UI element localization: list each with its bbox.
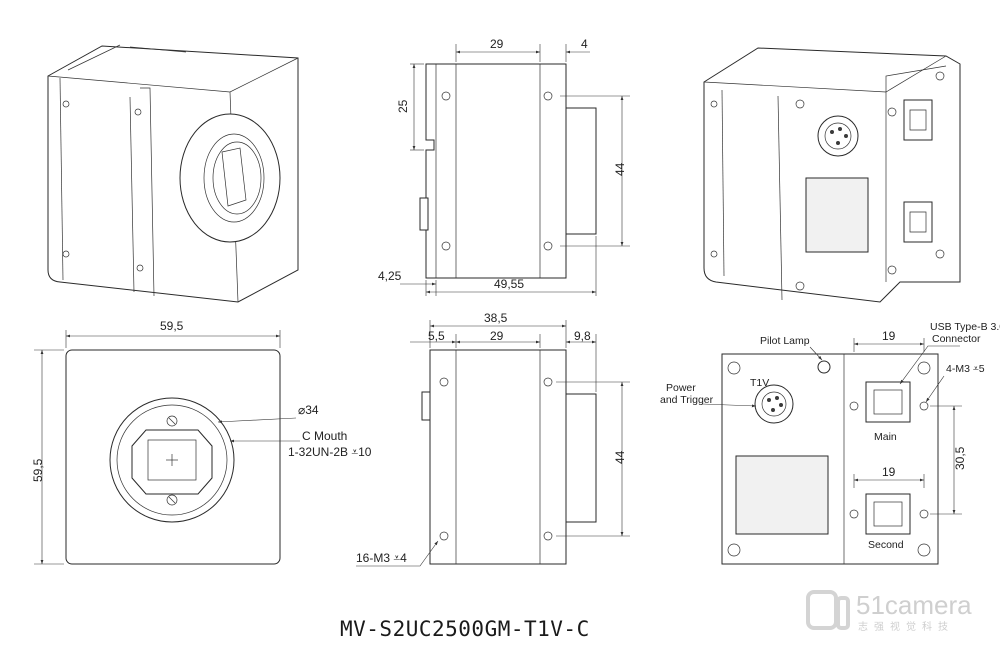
callout-thread: 1-32UN-2B ⩡10 xyxy=(288,445,372,459)
label-t1v: T1V xyxy=(750,377,769,389)
dim-mid-19: 19 xyxy=(882,465,896,479)
watermark-logo: 51camera 志强视觉科技 xyxy=(806,590,972,633)
callout-holes: 16-M3 ⩡4 xyxy=(356,551,407,565)
dim-height: 59,5 xyxy=(31,458,45,482)
dim-left-height: 25 xyxy=(396,99,410,113)
label-second: Second xyxy=(868,539,904,551)
label-screw: 4-M3 ⩡5 xyxy=(946,363,985,375)
model-title: MV-S2UC2500GM-T1V-C xyxy=(340,617,590,641)
iso-view-rear xyxy=(703,47,961,303)
dim-right: 9,8 xyxy=(574,329,591,343)
dim-width: 59,5 xyxy=(160,319,184,333)
dim-bottom-total: 49,55 xyxy=(494,277,524,291)
dim-total: 38,5 xyxy=(484,311,508,325)
label-usb: USB Type-B 3.0 xyxy=(930,321,1000,333)
dim-left: 5,5 xyxy=(428,329,445,343)
dim-bottom-left: 4,25 xyxy=(378,269,402,283)
rear-view: Pilot Lamp USB Type-B 3.0 Connector Powe… xyxy=(660,321,1000,565)
watermark-brand: 51camera xyxy=(856,590,972,620)
dim-right-height: 44 xyxy=(613,162,627,176)
label-main: Main xyxy=(874,431,897,443)
watermark-tagline: 志强视觉科技 xyxy=(858,620,954,633)
iso-view-front xyxy=(47,44,299,303)
side-view-top: 29 4 25 44 4,25 49,55 xyxy=(378,37,630,296)
dim-top-right: 4 xyxy=(581,37,588,51)
dim-height: 44 xyxy=(613,450,627,464)
dim-diameter: ⌀34 xyxy=(298,403,319,417)
callout-c-mouth: C Mouth xyxy=(302,429,347,443)
dim-top-19: 19 xyxy=(882,329,896,343)
dim-height-305: 30,5 xyxy=(953,446,967,470)
label-power: Power xyxy=(666,382,696,394)
side-view-bottom: 38,5 5,5 29 9,8 44 16-M3 ⩡4 xyxy=(356,311,630,567)
dim-top-width: 29 xyxy=(490,37,504,51)
label-usb-connector: Connector xyxy=(932,333,981,345)
dim-middle: 29 xyxy=(490,329,504,343)
front-view: 59,5 59,5 ⌀34 C Mouth 1-32UN-2B ⩡10 xyxy=(31,319,372,565)
label-pilot-lamp: Pilot Lamp xyxy=(760,335,810,347)
label-trigger: and Trigger xyxy=(660,394,714,406)
